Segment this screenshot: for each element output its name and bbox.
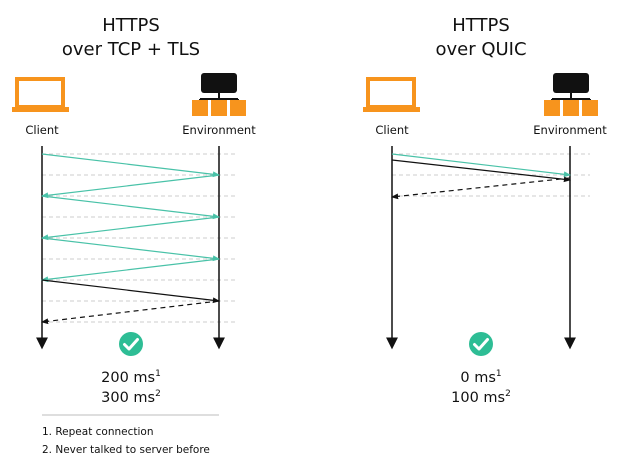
right-client-label: Client [375, 123, 409, 137]
right-environment-label: Environment [533, 123, 607, 137]
left-latency-repeat: 200 ms1 [101, 369, 161, 386]
left-grid-lines [42, 153, 238, 323]
laptop-icon [12, 77, 69, 112]
server-network-icon [192, 73, 246, 116]
right-latency-repeat: 0 ms1 [460, 369, 501, 386]
right-success-check [469, 332, 493, 356]
right-title-line2: over QUIC [435, 39, 526, 60]
laptop-icon [363, 77, 420, 112]
left-message-arrows [40, 153, 221, 325]
footnotes: 1. Repeat connection 2. Never talked to … [42, 414, 219, 456]
left-success-check [119, 332, 143, 356]
left-panel: HTTPS over TCP + TLS Client Environment [12, 15, 256, 406]
left-title-line1: HTTPS [102, 15, 160, 36]
footnote-new-connection: 2. Never talked to server before [42, 444, 210, 456]
left-environment-label: Environment [182, 123, 256, 137]
right-panel: HTTPS over QUIC Client Environment [363, 15, 607, 406]
right-grid-lines [392, 153, 590, 197]
left-client-label: Client [25, 123, 59, 137]
server-network-icon [544, 73, 598, 116]
footnote-repeat-connection: 1. Repeat connection [42, 426, 154, 438]
left-title-line2: over TCP + TLS [62, 39, 200, 60]
left-latency-new: 300 ms2 [101, 389, 161, 406]
right-latency-new: 100 ms2 [451, 389, 511, 406]
right-message-arrows [390, 153, 572, 200]
right-title-line1: HTTPS [452, 15, 510, 36]
